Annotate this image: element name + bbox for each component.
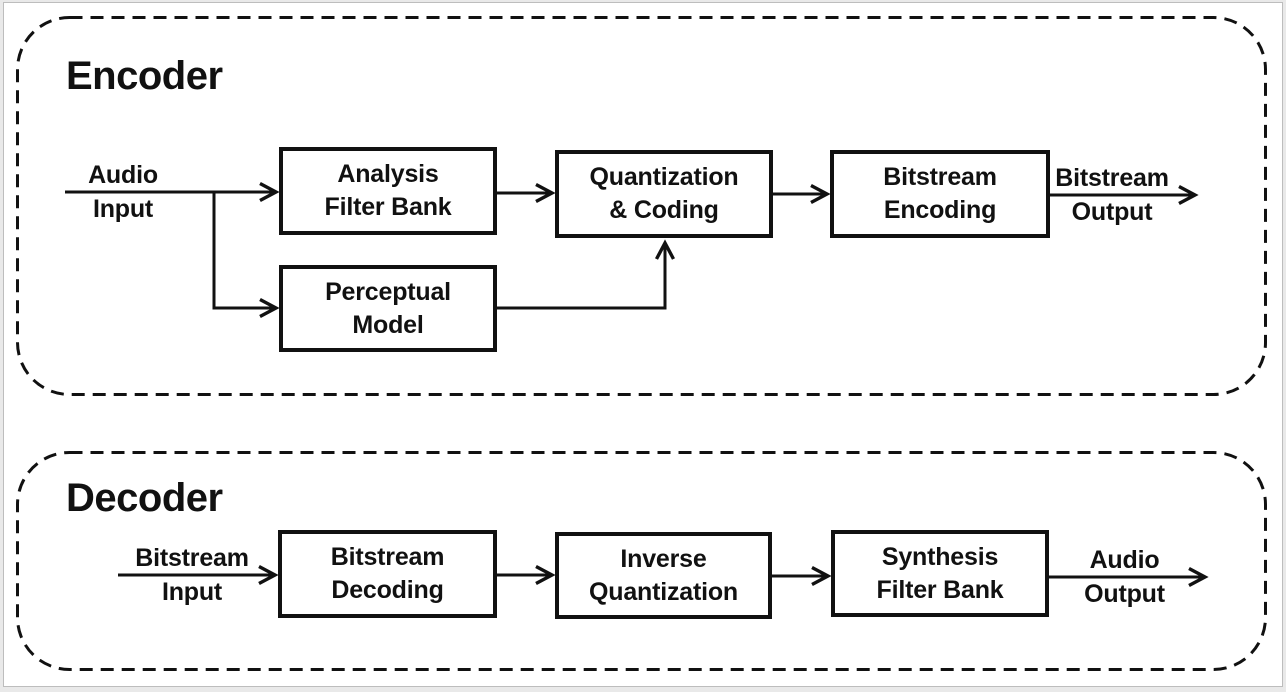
wire-input-branch-to-perceptual [212, 192, 280, 319]
label-audio-output: Audio Output [1084, 546, 1165, 608]
block-analysis-filter-bank: Analysis Filter Bank [279, 147, 497, 235]
block-synthesis-filter-bank: Synthesis Filter Bank [831, 530, 1049, 617]
decoder-group-border [16, 451, 1267, 671]
block-bitstream-decoding: Bitstream Decoding [278, 530, 497, 618]
label-bitstream-input: Bitstream Input [135, 544, 249, 606]
label-audio-input: Audio Input [88, 161, 158, 223]
block-perceptual-model: Perceptual Model [279, 265, 497, 352]
encoder-title: Encoder [66, 54, 223, 98]
decoder-title: Decoder [66, 476, 223, 520]
block-inverse-quantization: Inverse Quantization [555, 532, 772, 619]
encoder-group-border [16, 16, 1267, 396]
wire-perceptual-to-quantization [497, 239, 676, 310]
block-quantization-coding: Quantization & Coding [555, 150, 773, 238]
label-bitstream-output: Bitstream Output [1055, 164, 1169, 226]
block-bitstream-encoding: Bitstream Encoding [830, 150, 1050, 238]
